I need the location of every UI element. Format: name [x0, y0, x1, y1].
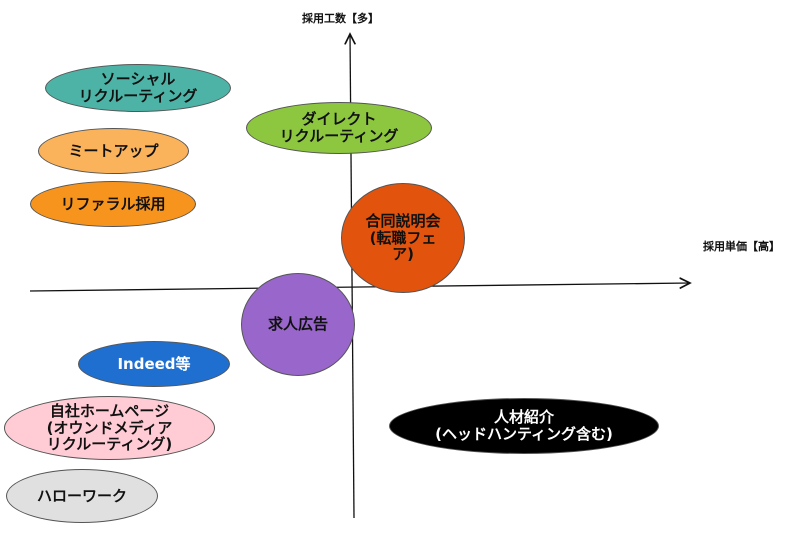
bubble-line: ミートアップ [68, 141, 159, 160]
bubble-line: (オウンドメディア [46, 418, 173, 437]
bubble-agency: 人材紹介(ヘッドハンティング含む) [389, 398, 659, 454]
bubble-indeed: Indeed等 [78, 341, 230, 387]
bubble-line: 合同説明会 [365, 211, 441, 230]
bubble-line: 人材紹介 [493, 408, 554, 427]
bubble-hellowork: ハローワーク [6, 469, 158, 523]
bubble-line: リクルーティング) [46, 435, 173, 454]
bubble-direct-recruiting: ダイレクトリクルーティング [246, 102, 432, 154]
bubble-line: リクルーティング [279, 127, 399, 145]
x-axis [29, 283, 690, 292]
bubble-line: Indeed等 [117, 354, 191, 373]
bubble-referral: リファラル採用 [30, 181, 196, 227]
bubble-owned-media: 自社ホームページ(オウンドメディアリクルーティング) [4, 396, 215, 460]
bubble-line: ハローワーク [36, 486, 127, 505]
bubble-social-recruiting: ソーシャルリクルーティング [45, 64, 231, 112]
bubble-meetup: ミートアップ [38, 128, 189, 174]
bubble-line: ダイレクト [301, 110, 377, 129]
x-axis-label: 採用単価【高】 [703, 240, 780, 253]
bubble-line: (ヘッドハンティング含む) [435, 425, 613, 443]
bubble-job-fair: 合同説明会(転職フェア) [341, 183, 465, 293]
bubble-line: リクルーティング [78, 87, 198, 105]
bubble-line: ア) [392, 245, 414, 264]
bubble-line: (転職フェ [369, 228, 437, 247]
bubble-line: 求人広告 [267, 315, 328, 334]
bubble-job-ad: 求人広告 [241, 273, 355, 376]
bubble-line: 自社ホームページ [49, 401, 170, 420]
bubble-line: ソーシャル [100, 70, 176, 89]
y-axis-label: 採用工数【多】 [302, 12, 379, 25]
bubble-line: リファラル採用 [60, 194, 166, 213]
